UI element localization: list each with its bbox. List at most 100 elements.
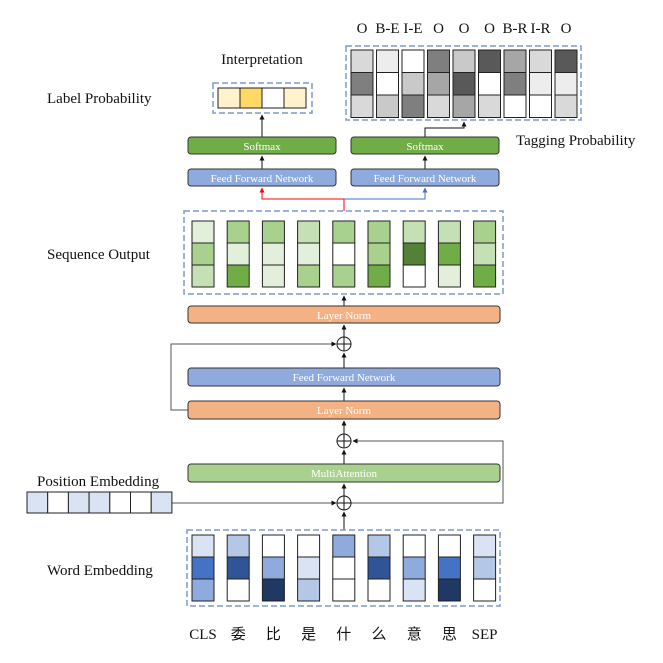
word-cell (226, 578, 250, 602)
sequence-cell (261, 264, 285, 288)
ffn-left-label: Feed Forward Network (211, 173, 314, 185)
arrow-softmax-to-tagging (424, 121, 467, 137)
arrow-to-ffn-right (344, 187, 428, 200)
residual-connection-attention (351, 438, 504, 504)
softmax-left-label: Softmax (243, 141, 281, 153)
tagging-cell (554, 49, 578, 73)
tagging-cell (452, 49, 476, 73)
sequence-cell (297, 220, 321, 244)
interpretation-cell (217, 87, 241, 109)
word-cell (473, 534, 497, 558)
word-embedding-box (186, 529, 501, 607)
tag-label: O (433, 21, 444, 37)
sequence-cell (226, 220, 250, 244)
tagging-cell (503, 72, 527, 96)
word-cell (402, 534, 426, 558)
arrow-to-ffn-left (259, 187, 345, 211)
tag-label: O (561, 21, 572, 37)
sequence-output-grid (191, 220, 497, 288)
ffn-left-block: Feed Forward Network (187, 168, 337, 187)
layer-norm-mid-block: Layer Norm (187, 400, 501, 420)
tagging-cell (452, 72, 476, 96)
sequence-cell (473, 220, 497, 244)
ffn-right-block: Feed Forward Network (350, 168, 500, 187)
tagging-cell (478, 94, 501, 118)
tagging-cell (529, 49, 552, 73)
word-cell (473, 556, 497, 580)
sequence-cell (437, 242, 461, 266)
tagging-probability-label: Tagging Probability (516, 133, 636, 149)
multi-attention-label: MultiAttention (311, 468, 378, 480)
sequence-cell (191, 264, 215, 288)
tag-label: O (357, 21, 368, 37)
tagging-cell (401, 49, 425, 73)
word-embedding-label: Word Embedding (47, 563, 153, 579)
token-label: 委 (231, 626, 246, 643)
interpretation-label: Interpretation (221, 52, 303, 68)
layer-norm-mid-label: Layer Norm (317, 405, 372, 417)
token-label: 思 (442, 627, 457, 643)
word-cell (437, 534, 461, 558)
sequence-cell (437, 264, 461, 288)
tag-label: O (484, 21, 495, 37)
tag-label: B-E (375, 21, 399, 37)
sequence-cell (402, 220, 426, 244)
tag-label: I-E (403, 21, 422, 37)
position-cell (88, 491, 111, 514)
token-label: SEP (472, 627, 498, 643)
word-cell (261, 534, 285, 558)
tag-label: O (459, 21, 470, 37)
position-embedding-cells (26, 491, 173, 514)
ffn-mid-label: Feed Forward Network (293, 372, 396, 384)
sequence-cell (473, 242, 497, 266)
word-cell (261, 578, 285, 602)
word-cell (402, 578, 426, 602)
tagging-cell (554, 72, 578, 96)
tagging-cell (529, 94, 552, 118)
position-cell (47, 491, 69, 514)
position-cell (67, 491, 90, 514)
sequence-cell (437, 220, 461, 244)
word-cell (191, 534, 215, 558)
ffn-mid-block: Feed Forward Network (187, 367, 501, 387)
position-cell (109, 491, 132, 514)
sequence-cell (261, 242, 285, 266)
sequence-cell (332, 242, 356, 266)
tagging-cell (401, 72, 425, 96)
tagging-cell (478, 72, 501, 96)
tagging-cell (503, 94, 527, 118)
tagging-cell (350, 94, 374, 118)
tagging-cell (376, 72, 399, 96)
sequence-output-box (183, 210, 504, 295)
token-label: 是 (301, 627, 316, 643)
tagging-cell (427, 94, 450, 118)
layer-norm-top-label: Layer Norm (317, 310, 372, 322)
word-cell (226, 534, 250, 558)
interpretation-cell (261, 87, 285, 109)
tagging-cell (452, 94, 476, 118)
position-cell (26, 491, 49, 514)
tagging-probability-box (345, 45, 582, 121)
word-cell (297, 578, 321, 602)
tagging-cell (554, 94, 578, 118)
sequence-cell (367, 220, 391, 244)
sequence-output-label: Sequence Output (47, 247, 151, 263)
sequence-cell (226, 264, 250, 288)
tagging-cell (503, 49, 527, 73)
tagging-cell (376, 49, 399, 73)
token-label: 么 (371, 626, 386, 643)
sequence-cell (402, 264, 426, 288)
add-node-bottom (336, 495, 352, 511)
interpretation-box (212, 82, 313, 114)
interpretation-cell (239, 87, 263, 109)
sequence-cell (191, 242, 215, 266)
position-embedding-label: Position Embedding (37, 474, 160, 490)
word-cell (191, 578, 215, 602)
interpretation-cell (283, 87, 307, 109)
word-cell (191, 556, 215, 580)
word-cell (473, 578, 497, 602)
word-cell (367, 578, 391, 602)
softmax-right-block: Softmax (350, 136, 500, 155)
